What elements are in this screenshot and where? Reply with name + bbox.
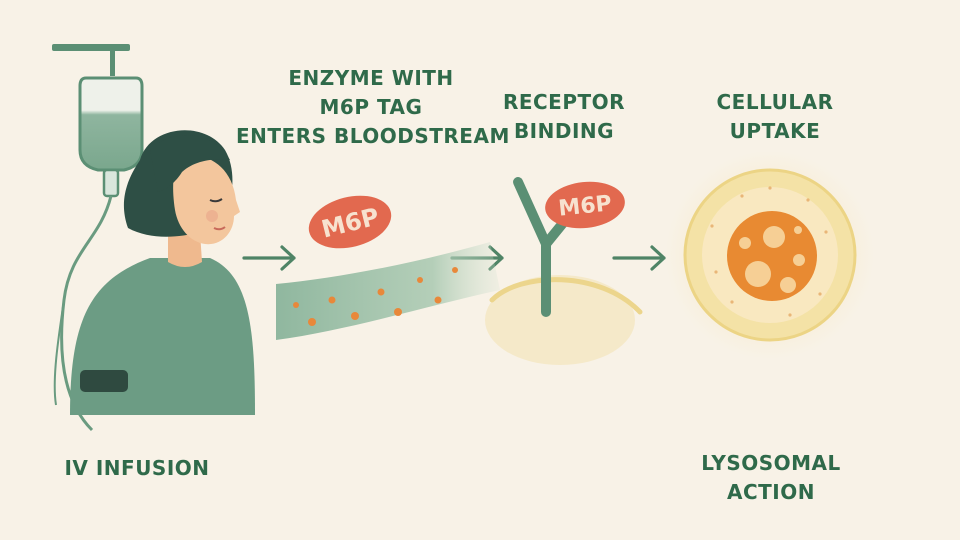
- iv-bag-icon: [78, 76, 144, 172]
- iv-stand-bar: [52, 44, 130, 51]
- label-line: M6P TAG: [319, 95, 423, 119]
- receptor-arm-left: [513, 177, 551, 249]
- cell-dots: [710, 186, 828, 317]
- arrow-1: [242, 245, 296, 271]
- cell-membrane: [489, 277, 643, 315]
- step-label-lysosomal-action: LYSOSOMAL ACTION: [686, 449, 856, 507]
- membrane-glow: [485, 275, 635, 365]
- patient-mouth: [213, 226, 226, 231]
- label-line: BINDING: [513, 119, 615, 143]
- iv-tube-left: [53, 299, 65, 406]
- label-line: RECEPTOR: [502, 90, 626, 114]
- step-label-bloodstream: ENZYME WITH M6P TAG ENTERS BLOODSTREAM: [236, 64, 510, 151]
- iv-stand-pole: [110, 50, 115, 76]
- vessel-band: [276, 242, 500, 340]
- step-label-iv-infusion: IV INFUSION: [52, 454, 222, 483]
- lysosome-vesicles: [739, 226, 805, 293]
- patient-neck: [168, 232, 202, 267]
- m6p-tag-label: M6P: [557, 191, 613, 221]
- patient-cheek: [206, 210, 218, 222]
- label-line: ENZYME WITH: [288, 66, 454, 90]
- lysosome-body: [727, 211, 817, 301]
- m6p-tag-receptor: M6P: [545, 181, 625, 229]
- label-line: CELLULAR: [716, 90, 834, 114]
- step-label-cellular-uptake: CELLULAR UPTAKE: [700, 88, 850, 146]
- cell-icon: [666, 151, 874, 359]
- label-line: ACTION: [727, 480, 815, 504]
- label-line: UPTAKE: [729, 119, 821, 143]
- label-line: LYSOSOMAL: [701, 451, 841, 475]
- label-line: IV INFUSION: [64, 456, 210, 480]
- arrow-3: [612, 245, 666, 271]
- patient-face: [173, 155, 240, 245]
- m6p-tag-bloodstream: M6P: [308, 195, 392, 249]
- patient-bangs: [150, 135, 230, 192]
- step-label-receptor-binding: RECEPTOR BINDING: [494, 88, 634, 146]
- lysosome-icon: [727, 211, 817, 301]
- iv-drip-chamber: [102, 168, 120, 198]
- iv-arm-cuff: [80, 370, 128, 392]
- iv-drip-patient-icon: [52, 44, 255, 432]
- label-line: ENTERS BLOODSTREAM: [236, 124, 510, 148]
- enzyme-particles: [293, 267, 458, 326]
- receptor-icon: M6P: [485, 177, 643, 365]
- patient-eye: [209, 198, 223, 203]
- blood-vessel-icon: M6P: [276, 195, 500, 340]
